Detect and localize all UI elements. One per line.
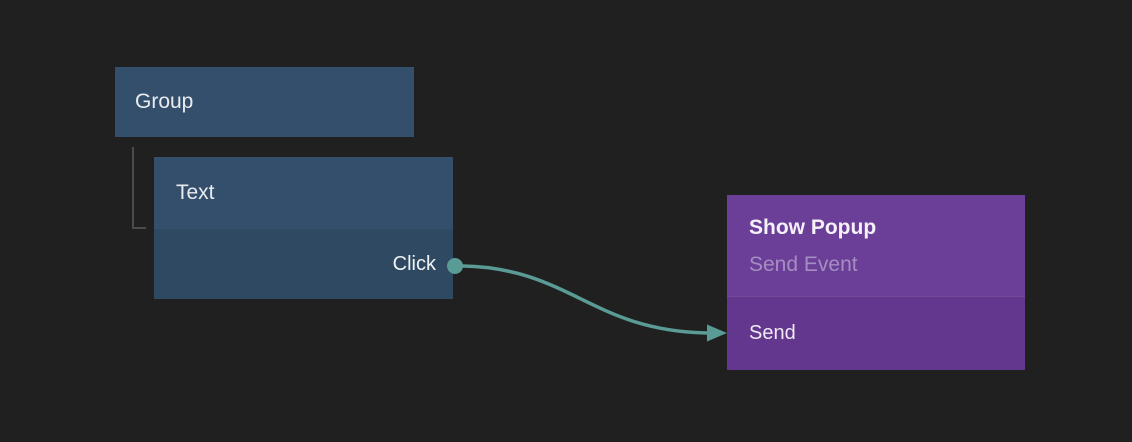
- send-input-row[interactable]: Send: [727, 296, 1025, 370]
- click-output-port[interactable]: [447, 258, 463, 274]
- node-text-label: Text: [176, 181, 215, 204]
- connection-wire[interactable]: [461, 264, 709, 335]
- node-text-header[interactable]: Text: [154, 157, 453, 229]
- node-show-popup-subtitle: Send Event: [749, 253, 858, 276]
- node-group-label: Group: [135, 90, 194, 113]
- node-show-popup[interactable]: Show Popup Send Event Send: [727, 195, 1025, 370]
- node-group[interactable]: Group: [115, 67, 414, 137]
- node-show-popup-header[interactable]: Show Popup Send Event: [727, 195, 1025, 296]
- node-text[interactable]: Text Click: [154, 157, 453, 299]
- connection-arrowhead: [707, 324, 727, 342]
- tree-connector-line: [132, 147, 146, 229]
- node-show-popup-title: Show Popup: [749, 216, 877, 239]
- send-input-label: Send: [749, 322, 796, 344]
- click-output-label: Click: [392, 252, 436, 275]
- node-text-output-row[interactable]: Click: [154, 229, 453, 299]
